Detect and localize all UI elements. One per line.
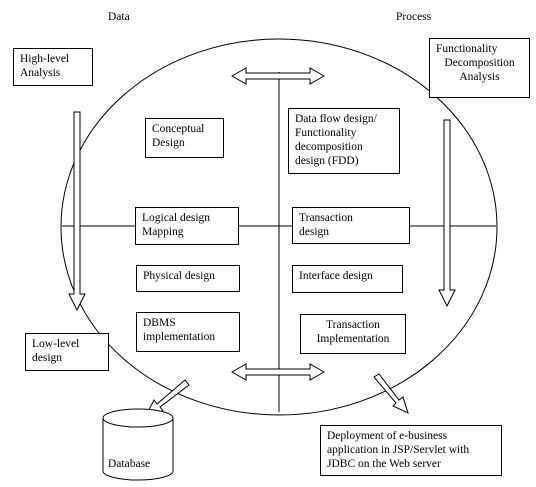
deployment-arrow (373, 373, 409, 414)
bottom-double-arrow (230, 363, 326, 381)
high-level-analysis-box: High-level Analysis (13, 48, 93, 86)
dataflow-line-4: design (FDD) (295, 155, 359, 167)
interface-design-box: Interface design (292, 265, 403, 293)
database-label: Database (108, 458, 151, 470)
interface-line-1: Interface design (299, 270, 373, 282)
dataflow-line-2: Functionality (295, 127, 357, 139)
functionality-decomposition-box: Functionality Decomposition Analysis (429, 38, 530, 98)
physical-design-box: Physical design (136, 265, 240, 292)
transaction-impl-line-2: Implementation (316, 333, 390, 345)
deployment-line-1: Deployment of e-business (327, 430, 448, 442)
logical-line-2: Mapping (142, 226, 184, 238)
conceptual-line-2: Design (152, 137, 185, 149)
functionality-line-2: Decomposition (444, 57, 515, 69)
transaction-impl-line-1: Transaction (326, 319, 380, 331)
dbms-implementation-box: DBMS implementation (136, 312, 240, 352)
deployment-box: Deployment of e-business application in … (320, 425, 502, 476)
top-double-arrow (230, 67, 326, 85)
high-level-line-2: Analysis (20, 67, 61, 79)
low-level-line-2: design (32, 352, 63, 364)
high-level-line-1: High-level (20, 53, 70, 65)
transaction-design-box: Transaction design (292, 207, 410, 244)
logical-line-1: Logical design (142, 212, 211, 224)
conceptual-line-1: Conceptual (152, 123, 205, 135)
dataflow-line-3: decomposition (295, 141, 363, 153)
left-down-arrow (68, 111, 86, 312)
process-header: Process (396, 11, 432, 23)
functionality-line-3: Analysis (459, 71, 500, 83)
dbms-line-1: DBMS (143, 317, 176, 329)
database-icon (102, 408, 174, 481)
functionality-line-1: Functionality (436, 43, 498, 55)
dbms-line-2: implementation (143, 331, 216, 343)
physical-line-1: Physical design (143, 270, 215, 282)
dataflow-line-1: Data flow design/ (295, 113, 377, 125)
low-level-design-box: Low-level design (25, 333, 109, 371)
logical-design-box: Logical design Mapping (135, 207, 239, 245)
right-down-arrow (438, 119, 456, 308)
low-level-line-1: Low-level (32, 338, 80, 350)
conceptual-design-box: Conceptual Design (145, 118, 224, 158)
data-header: Data (108, 11, 130, 23)
transaction-line-2: design (299, 226, 330, 238)
main-ellipse (60, 38, 498, 416)
transaction-implementation-box: Transaction Implementation (300, 314, 406, 354)
dataflow-design-box: Data flow design/ Functionality decompos… (288, 108, 400, 174)
deployment-line-2: application in JSP/Servlet with (327, 444, 470, 456)
transaction-line-1: Transaction (299, 212, 353, 224)
deployment-line-3: JDBC on the Web server (327, 458, 441, 470)
